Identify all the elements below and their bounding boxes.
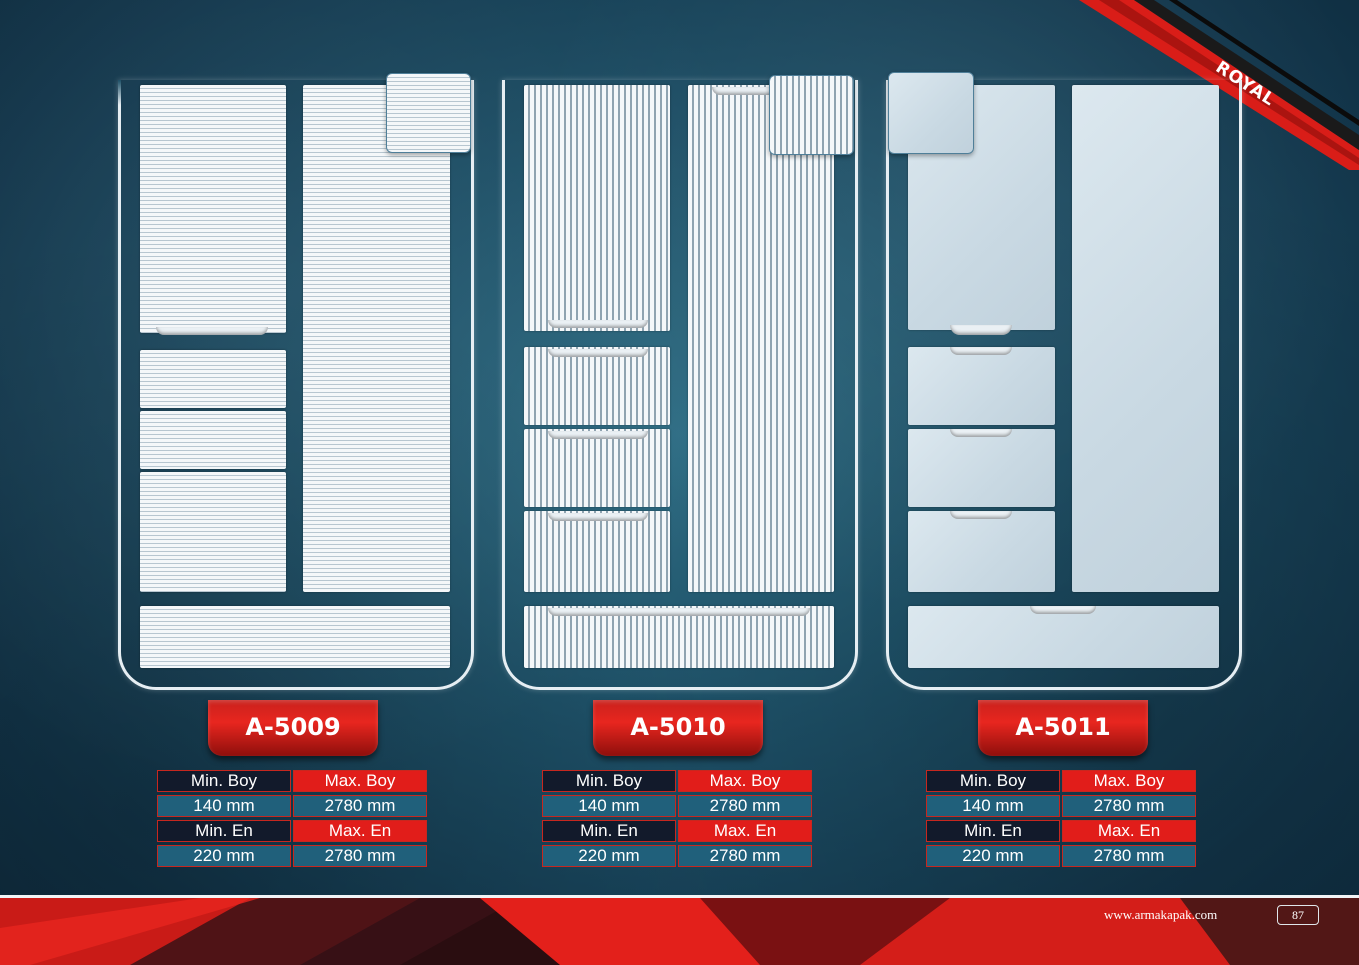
door-handle bbox=[950, 325, 1012, 335]
cabinet-drawer bbox=[140, 411, 286, 469]
min-boy-value: 140 mm bbox=[157, 795, 291, 817]
drawer-handle bbox=[548, 349, 648, 357]
max-en-label: Max. En bbox=[293, 820, 427, 842]
cabinet-door-tall bbox=[688, 85, 834, 592]
min-en-value: 220 mm bbox=[157, 845, 291, 867]
specs-table: Min. Boy Max. Boy 140 mm 2780 mm Min. En… bbox=[540, 767, 814, 870]
product-frame bbox=[886, 80, 1242, 690]
page-number: 87 bbox=[1277, 905, 1319, 925]
drawer-handle bbox=[950, 429, 1012, 437]
product-frame bbox=[502, 80, 858, 690]
cabinet-drawer bbox=[908, 347, 1055, 425]
max-boy-label: Max. Boy bbox=[1062, 770, 1196, 792]
website-link[interactable]: www.armakapak.com bbox=[1104, 907, 1218, 922]
max-boy-value: 2780 mm bbox=[293, 795, 427, 817]
door-handle bbox=[156, 327, 268, 335]
cabinet-base-drawer bbox=[524, 606, 834, 668]
footer-divider bbox=[0, 895, 1359, 898]
texture-swatch bbox=[769, 75, 854, 155]
texture-swatch bbox=[386, 73, 471, 153]
max-en-value: 2780 mm bbox=[1062, 845, 1196, 867]
specs-table: Min. Boy Max. Boy 140 mm 2780 mm Min. En… bbox=[924, 767, 1198, 870]
cabinet-base-drawer bbox=[140, 606, 450, 668]
min-boy-value: 140 mm bbox=[926, 795, 1060, 817]
cabinet-door-tall bbox=[303, 85, 450, 592]
min-en-label: Min. En bbox=[542, 820, 676, 842]
max-en-value: 2780 mm bbox=[293, 845, 427, 867]
min-en-value: 220 mm bbox=[542, 845, 676, 867]
drawer-handle bbox=[548, 513, 648, 521]
min-boy-label: Min. Boy bbox=[542, 770, 676, 792]
min-en-label: Min. En bbox=[926, 820, 1060, 842]
min-en-value: 220 mm bbox=[926, 845, 1060, 867]
min-boy-label: Min. Boy bbox=[157, 770, 291, 792]
cabinet-base-drawer bbox=[908, 606, 1219, 668]
drawer-handle bbox=[950, 347, 1012, 355]
cabinet-drawer bbox=[908, 429, 1055, 507]
door-handle bbox=[712, 87, 812, 95]
max-boy-label: Max. Boy bbox=[678, 770, 812, 792]
min-boy-value: 140 mm bbox=[542, 795, 676, 817]
drawer-handle bbox=[548, 431, 648, 439]
cabinet-drawer bbox=[524, 511, 670, 592]
min-boy-label: Min. Boy bbox=[926, 770, 1060, 792]
max-en-value: 2780 mm bbox=[678, 845, 812, 867]
cabinet-drawer bbox=[140, 472, 286, 592]
cabinet-door-top-left bbox=[524, 85, 670, 331]
cabinet-door-top-left bbox=[140, 85, 286, 333]
drawer-handle bbox=[950, 511, 1012, 519]
drawer-handle bbox=[548, 608, 810, 616]
product-code-badge: A-5011 bbox=[978, 700, 1148, 756]
product-code-badge: A-5009 bbox=[208, 700, 378, 756]
max-en-label: Max. En bbox=[1062, 820, 1196, 842]
cabinet-drawer bbox=[140, 350, 286, 408]
cabinet-drawer bbox=[908, 511, 1055, 592]
max-boy-label: Max. Boy bbox=[293, 770, 427, 792]
specs-table: Min. Boy Max. Boy 140 mm 2780 mm Min. En… bbox=[155, 767, 429, 870]
texture-swatch bbox=[888, 72, 974, 154]
min-en-label: Min. En bbox=[157, 820, 291, 842]
max-en-label: Max. En bbox=[678, 820, 812, 842]
cabinet-drawer bbox=[524, 347, 670, 425]
footer-band bbox=[0, 898, 1359, 965]
door-handle bbox=[548, 320, 648, 328]
max-boy-value: 2780 mm bbox=[678, 795, 812, 817]
product-code-badge: A-5010 bbox=[593, 700, 763, 756]
cabinet-drawer bbox=[524, 429, 670, 507]
cabinet-door-tall bbox=[1072, 85, 1219, 592]
product-frame bbox=[118, 80, 474, 690]
max-boy-value: 2780 mm bbox=[1062, 795, 1196, 817]
drawer-handle bbox=[1030, 606, 1096, 614]
